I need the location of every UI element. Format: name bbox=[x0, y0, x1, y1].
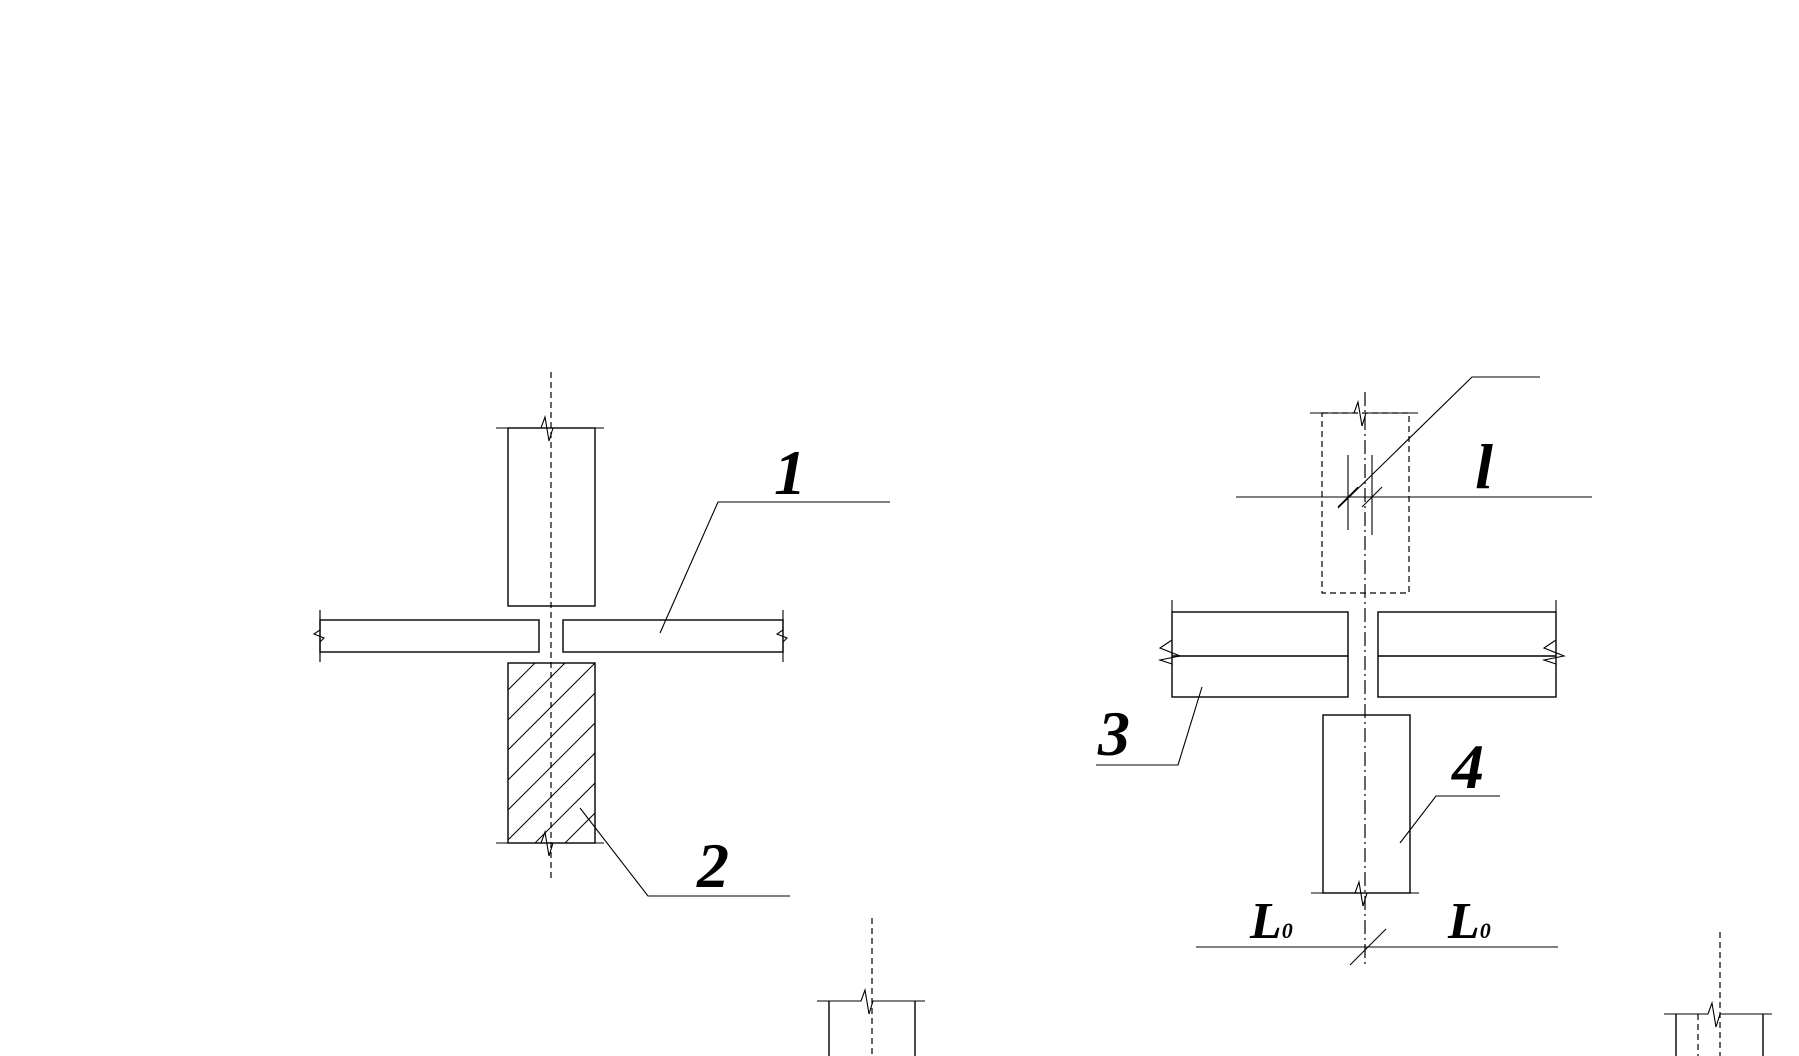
left-detail: 1 2 bbox=[312, 372, 890, 901]
left-upper-column bbox=[496, 414, 604, 607]
label-3: 3 bbox=[1097, 698, 1130, 769]
break-mark bbox=[496, 829, 604, 857]
right-lower-column bbox=[1311, 714, 1419, 907]
break-mark-right bbox=[1541, 639, 1566, 665]
right-slab bbox=[1157, 600, 1566, 698]
leader-4 bbox=[1399, 795, 1500, 844]
label-L0-left: L0 bbox=[1249, 893, 1293, 950]
leader-l bbox=[1337, 376, 1540, 509]
partial-detail-bottom-middle bbox=[817, 918, 925, 1056]
label-2: 2 bbox=[696, 830, 729, 901]
label-L0-right: L0 bbox=[1447, 893, 1491, 950]
right-upper-column-dashed bbox=[1310, 399, 1418, 594]
break-mark bbox=[496, 414, 604, 442]
break-mark bbox=[1310, 399, 1418, 427]
left-slab bbox=[312, 610, 788, 662]
label-1: 1 bbox=[774, 437, 806, 508]
partial-detail-bottom-right bbox=[1664, 932, 1772, 1056]
break-mark-left bbox=[1157, 639, 1182, 665]
dimension-l: l bbox=[1236, 376, 1592, 535]
break-mark-right bbox=[775, 610, 788, 662]
left-lower-column-hatched bbox=[496, 662, 604, 857]
right-detail: l 3 4 L0 bbox=[1096, 376, 1592, 966]
label-l: l bbox=[1475, 431, 1493, 502]
label-4: 4 bbox=[1451, 731, 1484, 802]
break-mark-left bbox=[312, 610, 325, 662]
leader-1 bbox=[659, 501, 890, 634]
dimension-L0: L0 L0 bbox=[1196, 893, 1558, 966]
break-mark bbox=[1311, 879, 1419, 907]
leader-2 bbox=[579, 807, 790, 897]
leader-3 bbox=[1096, 686, 1203, 766]
